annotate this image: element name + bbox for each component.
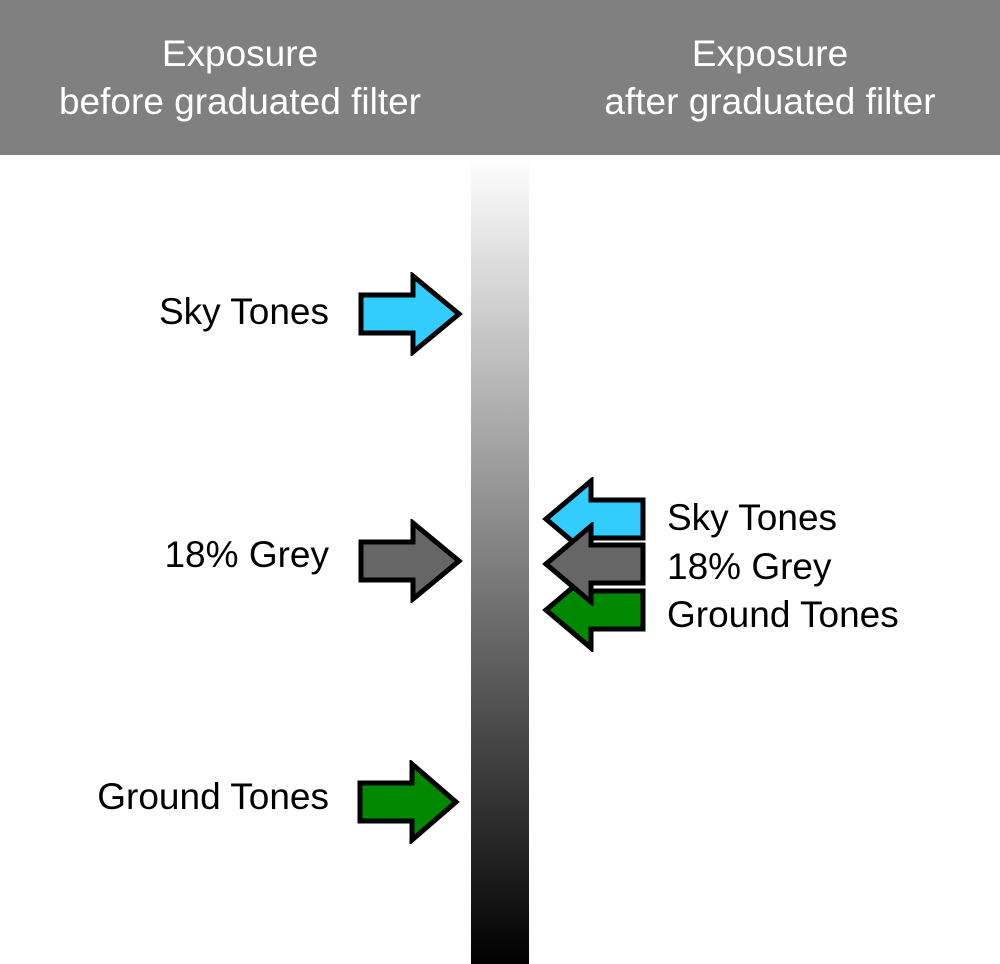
header-after: Exposure after graduated filter	[520, 30, 1000, 126]
before-sky-arrow-shape	[358, 272, 463, 356]
before-grey-label: 18% Grey	[164, 534, 329, 575]
header-after-line2: after graduated filter	[604, 81, 936, 122]
header-before-line2: before graduated filter	[58, 81, 421, 122]
header-bar: Exposure before graduated filter Exposur…	[0, 0, 1000, 155]
before-grey-arrow-icon	[358, 519, 463, 603]
after-ground-label: Ground Tones	[667, 594, 899, 635]
after-sky-arrow-icon	[542, 477, 646, 561]
after-sky-arrow-shape	[542, 477, 646, 561]
header-before-line1: Exposure	[161, 33, 319, 74]
after-grey-label: 18% Grey	[667, 546, 832, 587]
before-sky-label: Sky Tones	[158, 291, 329, 332]
before-ground-label: Ground Tones	[97, 776, 329, 817]
after-sky-label: Sky Tones	[667, 497, 838, 538]
after-grey-arrow-icon	[542, 522, 646, 606]
after-grey-arrow-shape	[542, 522, 646, 606]
before-sky-arrow-icon	[358, 272, 463, 356]
before-ground-arrow-icon	[357, 760, 460, 844]
header-after-line1: Exposure	[691, 33, 849, 74]
before-ground-arrow-shape	[357, 760, 460, 844]
exposure-gradient-bar	[471, 155, 529, 964]
before-grey-arrow-shape	[358, 519, 463, 603]
header-before: Exposure before graduated filter	[0, 30, 490, 126]
